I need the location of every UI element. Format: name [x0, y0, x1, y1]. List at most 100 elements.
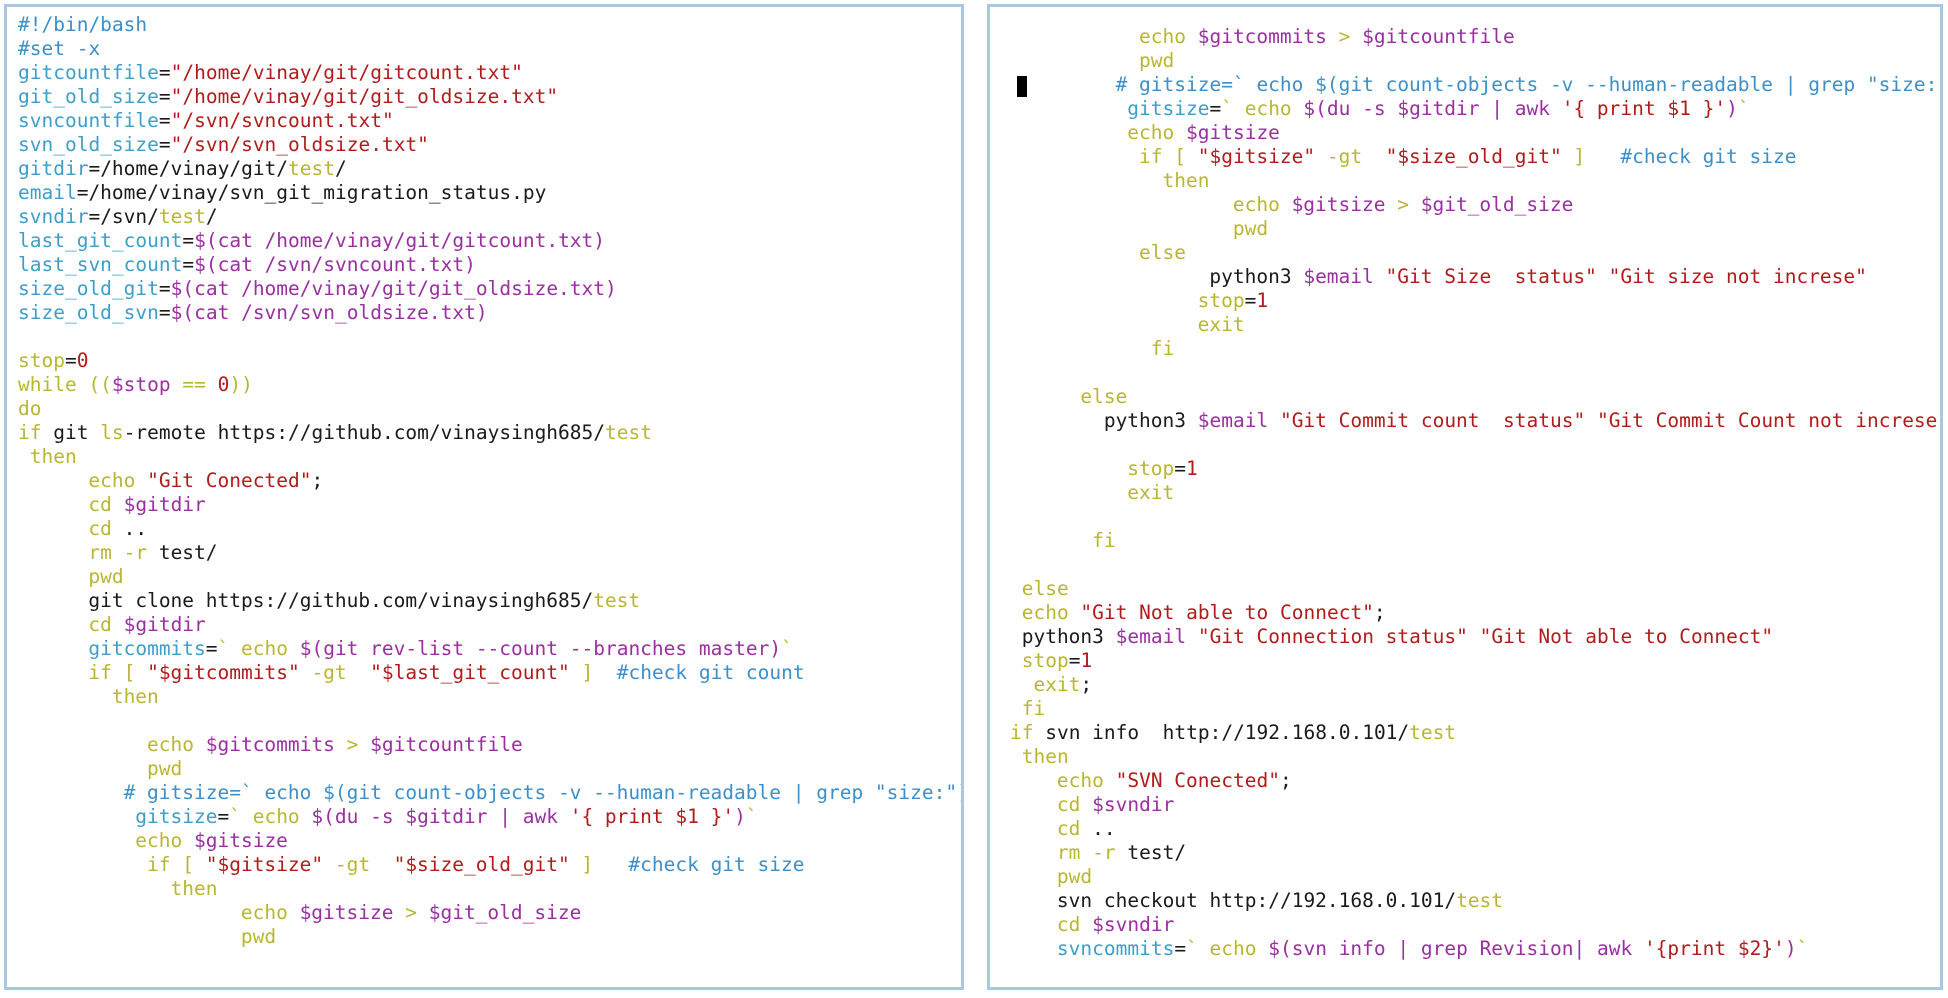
code-line: rm -r test/	[88, 541, 217, 565]
code-token	[1585, 409, 1597, 432]
code-token: ` echo	[1186, 937, 1269, 960]
code-token: exit	[1127, 481, 1175, 504]
code-token: ` echo	[229, 805, 312, 828]
code-line: # gitsize=` echo $(git count-objects -v …	[123, 781, 964, 805]
code-token: test/	[158, 541, 218, 564]
code-token: '{ print $1 }'	[569, 805, 735, 828]
code-token: "Git Commit Count not increse"	[1596, 409, 1943, 432]
code-token: cd	[88, 493, 124, 516]
code-token: $(cat /svn/svn_oldsize.txt)	[170, 301, 488, 324]
code-token: =	[1068, 649, 1081, 672]
code-line: svncountfile="/svn/svncount.txt"	[18, 109, 394, 133]
code-token: "/svn/svncount.txt"	[170, 109, 394, 132]
code-token: #check git size	[1620, 145, 1797, 168]
code-line: if git ls-remote https://github.com/vina…	[18, 421, 652, 445]
code-line: last_git_count=$(cat /home/vinay/git/git…	[18, 229, 605, 253]
code-token: stop	[1127, 457, 1175, 480]
code-line: echo "SVN Conected";	[1057, 769, 1292, 793]
code-token: then	[111, 685, 159, 708]
code-token: gitcountfile	[18, 61, 159, 84]
code-line: gitdir=/home/vinay/git/test/	[18, 157, 347, 181]
code-line: cd ..	[1057, 817, 1116, 841]
code-token: #check git count	[616, 661, 805, 684]
code-line: svncommits=` echo $(svn info | grep Revi…	[1057, 937, 1808, 961]
code-token: $gitcountfile	[1362, 25, 1515, 48]
code-token: cd	[88, 613, 124, 636]
code-token: cd	[1056, 817, 1093, 840]
code-token: fi	[1092, 529, 1116, 552]
code-token: pwd	[1232, 217, 1269, 240]
code-token: #check git size	[628, 853, 805, 876]
code-line: else	[1080, 385, 1127, 409]
code-line: size_old_svn=$(cat /svn/svn_oldsize.txt)	[18, 301, 488, 325]
code-line: if [ "$gitcommits" -gt "$last_git_count"…	[88, 661, 804, 685]
code-token: pwd	[1139, 49, 1175, 72]
code-token: $(svn info | grep Revision| awk	[1268, 937, 1644, 960]
code-token: $svndir	[1092, 793, 1175, 816]
code-token: svn_old_size	[18, 133, 159, 156]
code-token: =	[182, 229, 195, 252]
code-token: #set -x	[18, 37, 101, 60]
code-line: echo $gitsize > $git_old_size	[1233, 193, 1573, 217]
code-line: if svn info http://192.168.0.101/test	[1010, 721, 1456, 745]
code-line: cd $gitdir	[88, 613, 205, 637]
code-token: $gitdir	[123, 493, 206, 516]
code-token: if [	[147, 853, 206, 876]
code-token: if [	[1139, 145, 1198, 168]
code-token: ;	[1080, 673, 1093, 696]
code-token: =/home/vinay/svn_git_migration_status.py	[76, 181, 547, 204]
code-token: then	[170, 877, 218, 900]
code-token: git	[41, 421, 101, 444]
code-line: then	[170, 877, 217, 901]
code-token: =	[158, 61, 171, 84]
code-token: -gt	[299, 661, 371, 684]
code-token: -remote https://github.com/vinaysingh685…	[123, 421, 606, 444]
code-token: # gitsize=` echo $(git count-objects -v …	[123, 781, 964, 804]
code-token: =	[205, 637, 218, 660]
code-token: '{ print $1 }'	[1561, 97, 1727, 120]
code-token: $gitsize	[1291, 193, 1386, 216]
code-line: gitcountfile="/home/vinay/git/gitcount.t…	[18, 61, 523, 85]
code-line: echo $gitcommits > $gitcountfile	[1139, 25, 1515, 49]
code-token: test	[158, 205, 206, 228]
code-token: last_svn_count	[18, 253, 183, 276]
code-token: 1	[1256, 289, 1269, 312]
code-line: svn_old_size="/svn/svn_oldsize.txt"	[18, 133, 429, 157]
code-token: last_git_count	[18, 229, 183, 252]
code-line: do	[18, 397, 41, 421]
code-token: cd	[88, 517, 124, 540]
code-token: fi	[1021, 697, 1046, 720]
code-line: gitsize=` echo $(du -s $gitdir | awk '{ …	[135, 805, 757, 829]
code-line: python3 $email "Git Commit count status"…	[1104, 409, 1943, 433]
code-line: echo $gitsize	[1127, 121, 1280, 145]
code-line: exit	[1198, 313, 1245, 337]
code-token: "$last_git_count"	[370, 661, 570, 684]
code-token: >	[1385, 193, 1421, 216]
code-line: echo $gitcommits > $gitcountfile	[147, 733, 523, 757]
code-token: ]	[1561, 145, 1621, 168]
code-token: "Git Size status"	[1385, 265, 1597, 288]
code-token: $(cat /home/vinay/git/gitcount.txt)	[194, 229, 606, 252]
code-token: ..	[1092, 817, 1116, 840]
code-line: cd $svndir	[1057, 793, 1174, 817]
code-token: =	[182, 253, 195, 276]
code-line: pwd	[147, 757, 182, 781]
code-token: )	[734, 805, 746, 828]
code-token: $(du -s $gitdir | awk	[1303, 97, 1562, 120]
code-token: $stop	[111, 373, 171, 396]
code-token: "Git size not increse"	[1608, 265, 1867, 288]
code-line: stop=0	[18, 349, 88, 373]
code-line: cd ..	[88, 517, 147, 541]
code-line: pwd	[1139, 49, 1174, 73]
code-token: -gt	[1315, 145, 1386, 168]
text-cursor	[1017, 76, 1027, 97]
code-line: pwd	[1057, 865, 1092, 889]
code-token: $svndir	[1092, 913, 1175, 936]
code-token: =	[1244, 289, 1257, 312]
code-token: `	[1796, 937, 1809, 960]
code-token: pwd	[240, 925, 277, 948]
code-line: echo "Git Not able to Connect";	[1022, 601, 1386, 625]
code-token: $gitdir	[123, 613, 206, 636]
